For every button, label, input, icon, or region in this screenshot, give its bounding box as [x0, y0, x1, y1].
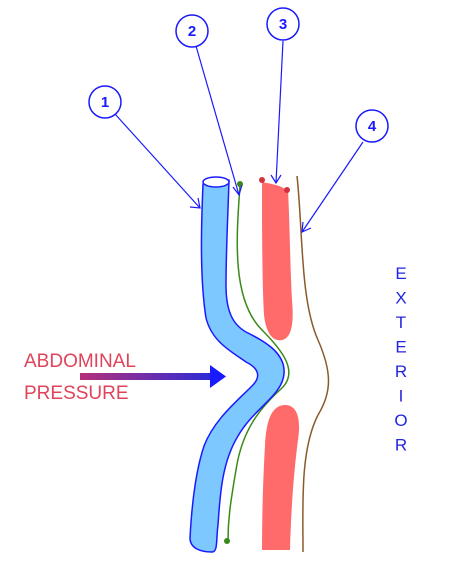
exterior-letter: R — [395, 436, 407, 455]
exterior-letter: R — [395, 362, 407, 381]
callout-3-line — [275, 40, 284, 184]
callout-3-number: 3 — [279, 16, 287, 33]
exterior-letter: E — [395, 264, 406, 283]
membrane-layer-line — [227, 185, 290, 542]
callout-2-arrowhead — [232, 184, 243, 197]
tube-opening — [202, 176, 230, 188]
callout-1: 1 — [88, 85, 122, 119]
exterior-letter: I — [399, 387, 404, 406]
callout-1-line — [114, 113, 201, 209]
exterior-letter: O — [394, 411, 407, 430]
muscle-upper — [262, 182, 293, 341]
callout-3-arrowhead — [270, 174, 282, 185]
callout-1-number: 1 — [101, 94, 109, 111]
exterior-letter: X — [395, 289, 406, 308]
callout-3: 3 — [266, 7, 300, 41]
membrane-bottom-dot — [224, 538, 230, 544]
tube-body — [189, 179, 285, 553]
callout-1-arrowhead — [189, 197, 201, 209]
exterior-letter: E — [395, 338, 406, 357]
callout-2-line — [195, 45, 240, 196]
muscle-lower — [262, 405, 300, 550]
callout-2-number: 2 — [188, 23, 196, 40]
pressure-arrow-shaft — [80, 373, 212, 380]
outer-layer-line — [296, 175, 330, 553]
callout-2: 2 — [175, 14, 209, 48]
callout-4-line — [301, 141, 364, 233]
exterior-letter: T — [396, 313, 406, 332]
callout-4: 4 — [355, 109, 389, 143]
pressure-label-line1: ABDOMINAL — [24, 351, 136, 372]
pressure-arrow-head — [210, 365, 226, 388]
muscle-top-dot-right — [284, 187, 290, 193]
pressure-label-line2: PRESSURE — [24, 383, 129, 404]
callout-4-number: 4 — [368, 118, 377, 135]
muscle-top-dot-left — [259, 177, 265, 183]
callout-4-arrowhead — [301, 221, 312, 233]
